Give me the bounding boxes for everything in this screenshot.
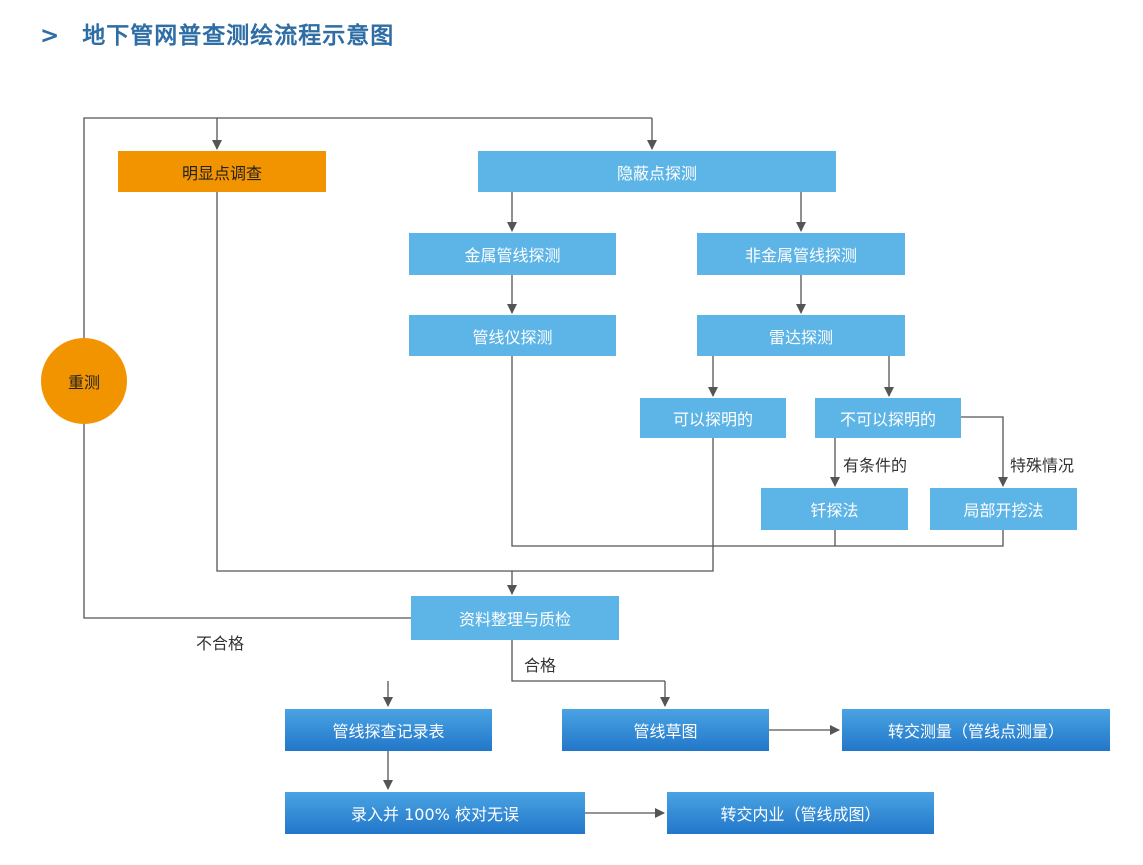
label-unqualified: 不合格 [196, 634, 245, 653]
node-local-excavation: 局部开挖法 [930, 488, 1077, 530]
title-text: 地下管网普查测绘流程示意图 [82, 23, 395, 49]
chevron-right-icon: > [40, 23, 61, 49]
node-survey-record-table: 管线探查记录表 [285, 709, 492, 751]
label-special-case: 特殊情况 [1010, 456, 1075, 475]
node-transfer-survey: 转交测量（管线点测量） [842, 709, 1110, 751]
label-conditional: 有条件的 [843, 456, 908, 475]
edge-remeasure-top [83, 117, 652, 338]
edge-undetectable-excavation [960, 416, 1008, 487]
node-entry-check: 录入并 100% 校对无误 [285, 792, 585, 834]
label-qualified: 合格 [524, 656, 557, 675]
node-radar-detection: 雷达探测 [697, 315, 905, 356]
node-pipe-sketch: 管线草图 [562, 709, 769, 751]
node-undetectable: 不可以探明的 [815, 398, 961, 438]
node-hidden-point-detection: 隐蔽点探测 [478, 151, 836, 192]
edge-qc-qualified [511, 640, 665, 682]
edge-qc-unqualified [83, 424, 411, 619]
node-data-qc: 资料整理与质检 [411, 596, 619, 640]
node-detectable: 可以探明的 [640, 398, 786, 438]
node-transfer-office: 转交内业（管线成图） [667, 792, 934, 834]
node-metal-pipe-detection: 金属管线探测 [409, 233, 616, 275]
node-probe-method: 钎探法 [761, 488, 908, 530]
edge-locator-return [511, 356, 1004, 547]
node-visible-point-survey: 明显点调查 [118, 151, 326, 192]
node-pipe-locator-detection: 管线仪探测 [409, 315, 616, 356]
edge-visible-return [216, 192, 714, 572]
node-nonmetal-pipe-detection: 非金属管线探测 [697, 233, 905, 275]
page-title: > 地下管网普查测绘流程示意图 [40, 16, 394, 50]
node-remeasure: 重测 [41, 338, 127, 424]
